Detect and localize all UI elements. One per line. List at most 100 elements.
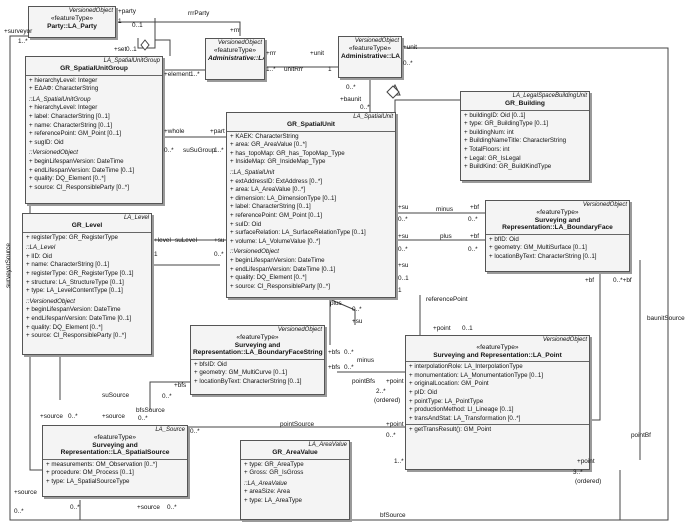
attribute-row: endLifespanVersion: DateTime [0..1] — [29, 167, 159, 176]
label-rrrparty: rrrParty — [188, 10, 210, 17]
class-boundary-face[interactable]: VersionedObject«featureType»Surveying an… — [485, 200, 630, 272]
label-zero-star-point-source: 0..* — [386, 432, 396, 439]
label-referencepoint: referencePoint — [426, 296, 468, 303]
class-name: GR_SpatialUnitGroup — [60, 65, 128, 72]
inherited-group-title: ::VersionedObject — [29, 149, 78, 157]
attribute-row: name: CharacterString [0..1] — [29, 122, 159, 131]
class-header: VersionedObject«featureType»Surveying an… — [191, 326, 324, 360]
attribute-row: source: CI_ResponsibleParty [0..*] — [29, 184, 159, 193]
edge-baunit-right — [402, 47, 669, 521]
inherited-group-title: ::LA_Level — [26, 244, 56, 252]
class-building[interactable]: LA_LegalSpaceBuildingUnitGR_Buildingbuil… — [460, 91, 590, 181]
label-one-star-element: 1..* — [190, 71, 200, 78]
label-zero-star-bfs-a: 0..* — [344, 349, 354, 356]
class-package: VersionedObject — [582, 202, 627, 208]
attribute-row: Gross: GR_IsGross — [244, 469, 346, 478]
label-zero-star-level: 0..* — [214, 251, 224, 258]
class-spatial-unit-group[interactable]: LA_SpatialUnitGroupGR_SpatialUnitGrouphi… — [25, 56, 163, 204]
label-zero-star-su: 0..* — [360, 104, 370, 111]
label-baunitsource: baunitSource — [647, 315, 685, 322]
class-party[interactable]: VersionedObject «featureType» Party::LA_… — [28, 6, 116, 38]
class-compartment: ::VersionedObjectbeginLifespanVersion: D… — [23, 297, 151, 342]
label-zero-one-ref: 0..1 — [398, 275, 409, 282]
class-boundary-face-string[interactable]: VersionedObject«featureType»Surveying an… — [190, 325, 325, 395]
label-zero-one: 0..1 — [132, 22, 143, 29]
attribute-row: bfID: Oid — [489, 236, 626, 245]
attribute-row: surfaceRelation: LA_SurfaceRelationType … — [230, 229, 392, 238]
class-spatial-source[interactable]: LA_Source«featureType»Surveying and Repr… — [42, 425, 188, 497]
attribute-row: buildingNum: int — [464, 129, 586, 138]
class-package: LA_AreaValue — [308, 442, 347, 448]
label-surveyorsource: surveyorSource — [4, 243, 12, 288]
attribute-row: hierarchyLevel: Integer — [29, 104, 159, 113]
label-one: 1 — [118, 18, 122, 25]
label-unitrrr: unitRrr — [284, 66, 304, 73]
label-one-star-surveyor: 1..* — [18, 38, 28, 45]
class-stereotype: «featureType» — [213, 47, 257, 54]
attribute-row: type: LA_AreaType — [244, 497, 346, 506]
class-rrr[interactable]: VersionedObject «featureType» Administra… — [205, 38, 265, 80]
label-zero-star-plus-bf: 0..* — [468, 246, 478, 253]
attribute-row: BuildKind: GR_BuildKindType — [464, 163, 586, 172]
inherited-group-title: ::LA_AreaValue — [244, 479, 288, 487]
attribute-row: InsideMap: GR_InsideMap_Type — [230, 158, 392, 167]
class-point[interactable]: VersionedObject«featureType»Surveying an… — [405, 335, 590, 470]
class-compartment: ::VersionedObjectbeginLifespanVersion: D… — [227, 247, 395, 292]
attribute-row: TotalFloors: int — [464, 146, 586, 155]
attribute-row: beginLifespanVersion: DateTime — [29, 158, 159, 167]
class-compartment: buildingID: Oid [0..1]type: GR_BuildingT… — [461, 111, 589, 173]
class-compartment: ::LA_AreaValueareaSize: Areatype: LA_Are… — [241, 479, 349, 507]
attribute-row: quality: DQ_Element [0..*] — [230, 274, 392, 283]
label-plus: plus — [440, 233, 452, 240]
class-name: GR_SpatialUnit — [287, 121, 335, 128]
attribute-row: structure: LA_StructureType [0..1] — [26, 279, 148, 288]
attribute-row: locationByText: CharacterString [0..1] — [489, 253, 626, 262]
attribute-row: locationByText: CharacterString [0..1] — [194, 378, 321, 387]
attribute-row: productionMethod: LI_Lineage [0..1] — [409, 406, 586, 415]
label-zero-star-plus-su: 0..* — [398, 246, 408, 253]
class-stereotype: «featureType» — [50, 15, 94, 22]
class-stereotype: «featureType» — [93, 434, 137, 441]
label-point-bfs: +point — [386, 378, 404, 385]
label-point-ref: +point — [433, 325, 451, 332]
aggregation-diamond-set — [140, 39, 150, 51]
label-zero-star-bfs-b: 0..* — [344, 364, 354, 371]
class-package: VersionedObject — [354, 38, 399, 44]
label-baunit: +baunit — [340, 96, 362, 103]
label-pointbfs: pointBfs — [352, 378, 376, 385]
class-header: LA_Source«featureType»Surveying and Repr… — [43, 426, 187, 460]
label-level: +level — [154, 237, 171, 244]
class-compartment: measurements: OM_Observation [0..*]proce… — [43, 460, 187, 488]
label-zero-star-source-c: 0..* — [14, 508, 24, 515]
class-name: Administrative::LA_BAUnit — [341, 52, 401, 60]
label-zero-star-bf-right: 0..*+bf — [613, 277, 632, 284]
class-header: VersionedObject«featureType»Surveying an… — [406, 336, 589, 363]
class-name: GR_AreaValue — [272, 449, 318, 456]
class-baunit[interactable]: VersionedObject «featureType» Administra… — [338, 36, 402, 78]
label-element: +element — [164, 71, 191, 78]
label-rrr-side: +rrr — [266, 50, 277, 57]
label-zero-star-bfs-left: 0..* — [162, 393, 172, 400]
label-zero-star-whole: 0..* — [164, 147, 174, 154]
class-stereotype: «featureType» — [236, 334, 279, 341]
inherited-group-title: ::LA_SpatialUnit — [230, 168, 275, 176]
edge-su-building — [394, 99, 460, 113]
class-compartment: hierarchyLevel: IntegerΕΔΑΦ: CharacterSt… — [26, 76, 162, 95]
attribute-row: buildingID: Oid [0..1] — [464, 112, 586, 121]
class-name: Surveying and Representation::LA_Boundar… — [193, 341, 323, 357]
inherited-group-title: ::VersionedObject — [230, 248, 279, 256]
label-zero-star-bfssource: 0..* — [138, 415, 148, 422]
attribute-row: BuildingNameTitle: CharacterString — [464, 137, 586, 146]
class-stereotype: «featureType» — [536, 209, 579, 216]
attribute-row: monumentation: LA_MonumentationType [0..… — [409, 372, 586, 381]
label-minus-bfs: minus — [357, 357, 375, 364]
label-su-plus: +su — [398, 233, 409, 240]
label-point-source: +point — [386, 421, 404, 428]
class-name: Surveying and Representation::LA_Point — [433, 351, 562, 359]
attribute-row: volume: LA_VolumeValue [0..*] — [230, 238, 392, 247]
